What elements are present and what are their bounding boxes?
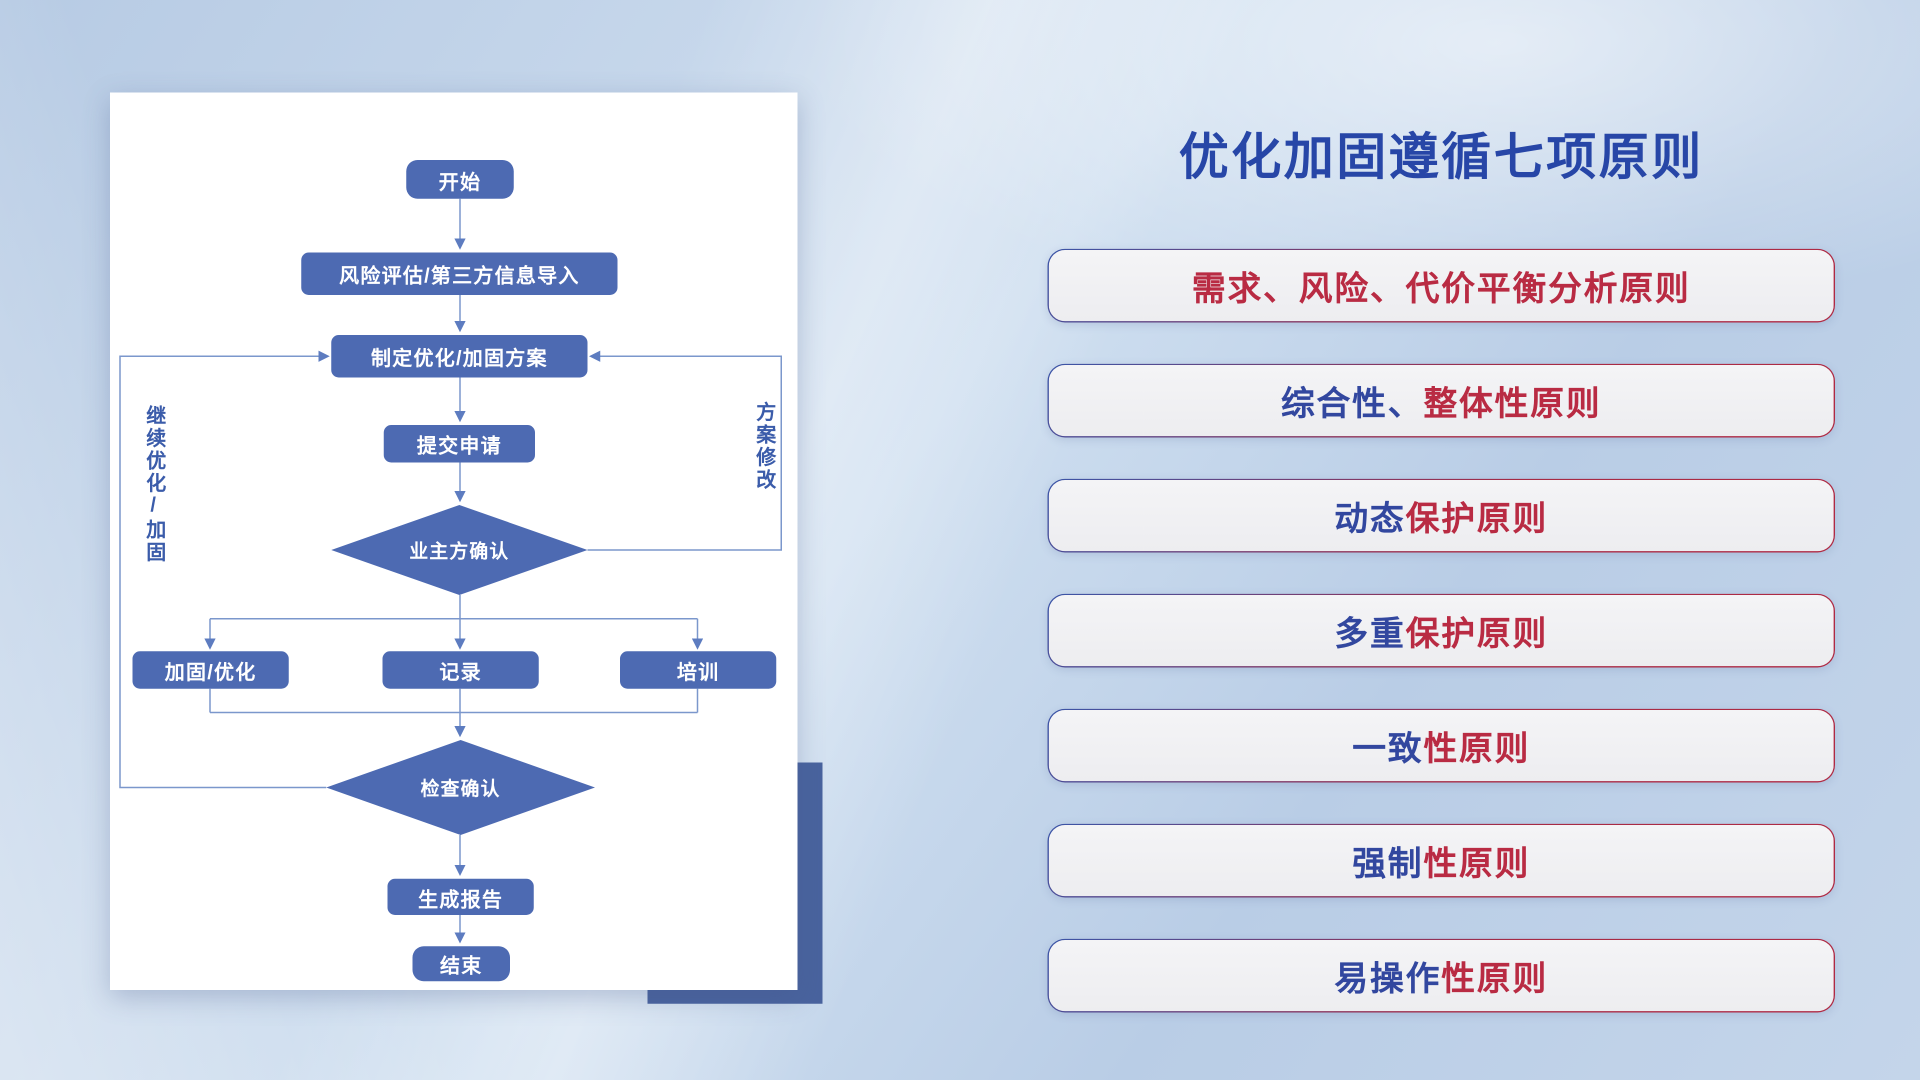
principle-segment: 性原则	[1423, 845, 1531, 883]
loop-label-continue-optimize: 继续优化/加固	[142, 405, 164, 564]
principle-segment: 性原则	[1423, 730, 1531, 768]
principle-box: 多重保护原则	[1048, 594, 1836, 668]
flow-edges	[119, 198, 782, 944]
principle-segment: 易操作	[1334, 960, 1442, 998]
loop-label-plan-revise: 方案修改	[752, 401, 774, 492]
principle-segment: 动态	[1334, 500, 1406, 538]
principle-segment: 保护原则	[1405, 500, 1549, 538]
principle-box: 易操作性原则	[1048, 939, 1836, 1013]
principle-segment: 性原则	[1441, 960, 1549, 998]
principle-text: 综合性、整体性原则	[1281, 376, 1602, 425]
flow-node-record: 记录	[382, 651, 539, 689]
flow-node-check-confirm-label: 检查确认	[420, 778, 501, 800]
flow-node-owner-confirm-label: 业主方确认	[409, 540, 510, 562]
flowchart-card: 开始 风险评估/第三方信息导入 制定优化/加固方案 提交申请 业主方确认 加固/…	[110, 92, 798, 990]
flow-node-start: 开始	[406, 160, 514, 199]
principle-text: 动态保护原则	[1334, 491, 1548, 540]
principle-text: 一致性原则	[1352, 721, 1530, 770]
panel-title: 优化加固遵循七项原则	[1178, 130, 1704, 185]
principle-segment: 保护原则	[1405, 615, 1549, 653]
principle-segment: 强制	[1352, 845, 1424, 883]
flow-node-risk-import: 风险评估/第三方信息导入	[301, 252, 618, 295]
principle-text: 强制性原则	[1352, 836, 1530, 885]
flow-node-make-plan: 制定优化/加固方案	[331, 335, 588, 378]
principle-text: 多重保护原则	[1334, 606, 1548, 655]
principle-text: 易操作性原则	[1334, 951, 1548, 1000]
principle-segment: 多重	[1334, 615, 1406, 653]
principles-list: 需求、风险、代价平衡分析原则 综合性、整体性原则 动态保护原则 多重保护原则 一…	[1048, 249, 1836, 1013]
flow-node-training: 培训	[620, 651, 777, 689]
flow-node-reinforce: 加固/优化	[132, 651, 289, 689]
principle-box: 综合性、整体性原则	[1048, 364, 1836, 438]
flow-connectors	[119, 198, 782, 944]
principle-box: 动态保护原则	[1048, 479, 1836, 553]
principle-segment: 整体性原则	[1423, 385, 1602, 423]
principle-box: 需求、风险、代价平衡分析原则	[1048, 249, 1836, 323]
principle-segment: 一致	[1352, 730, 1424, 768]
flow-node-submit: 提交申请	[383, 425, 535, 463]
principle-segment: 综合性、	[1280, 385, 1424, 423]
principle-segment: 需求、风险、代价平衡分析原则	[1191, 270, 1691, 308]
principle-box: 一致性原则	[1048, 709, 1836, 783]
flow-node-report: 生成报告	[387, 878, 534, 915]
principle-box: 强制性原则	[1048, 824, 1836, 898]
flow-node-end: 结束	[412, 946, 510, 982]
principles-panel: 优化加固遵循七项原则 需求、风险、代价平衡分析原则 综合性、整体性原则 动态保护…	[1048, 116, 1836, 1012]
principle-text: 需求、风险、代价平衡分析原则	[1192, 261, 1691, 310]
